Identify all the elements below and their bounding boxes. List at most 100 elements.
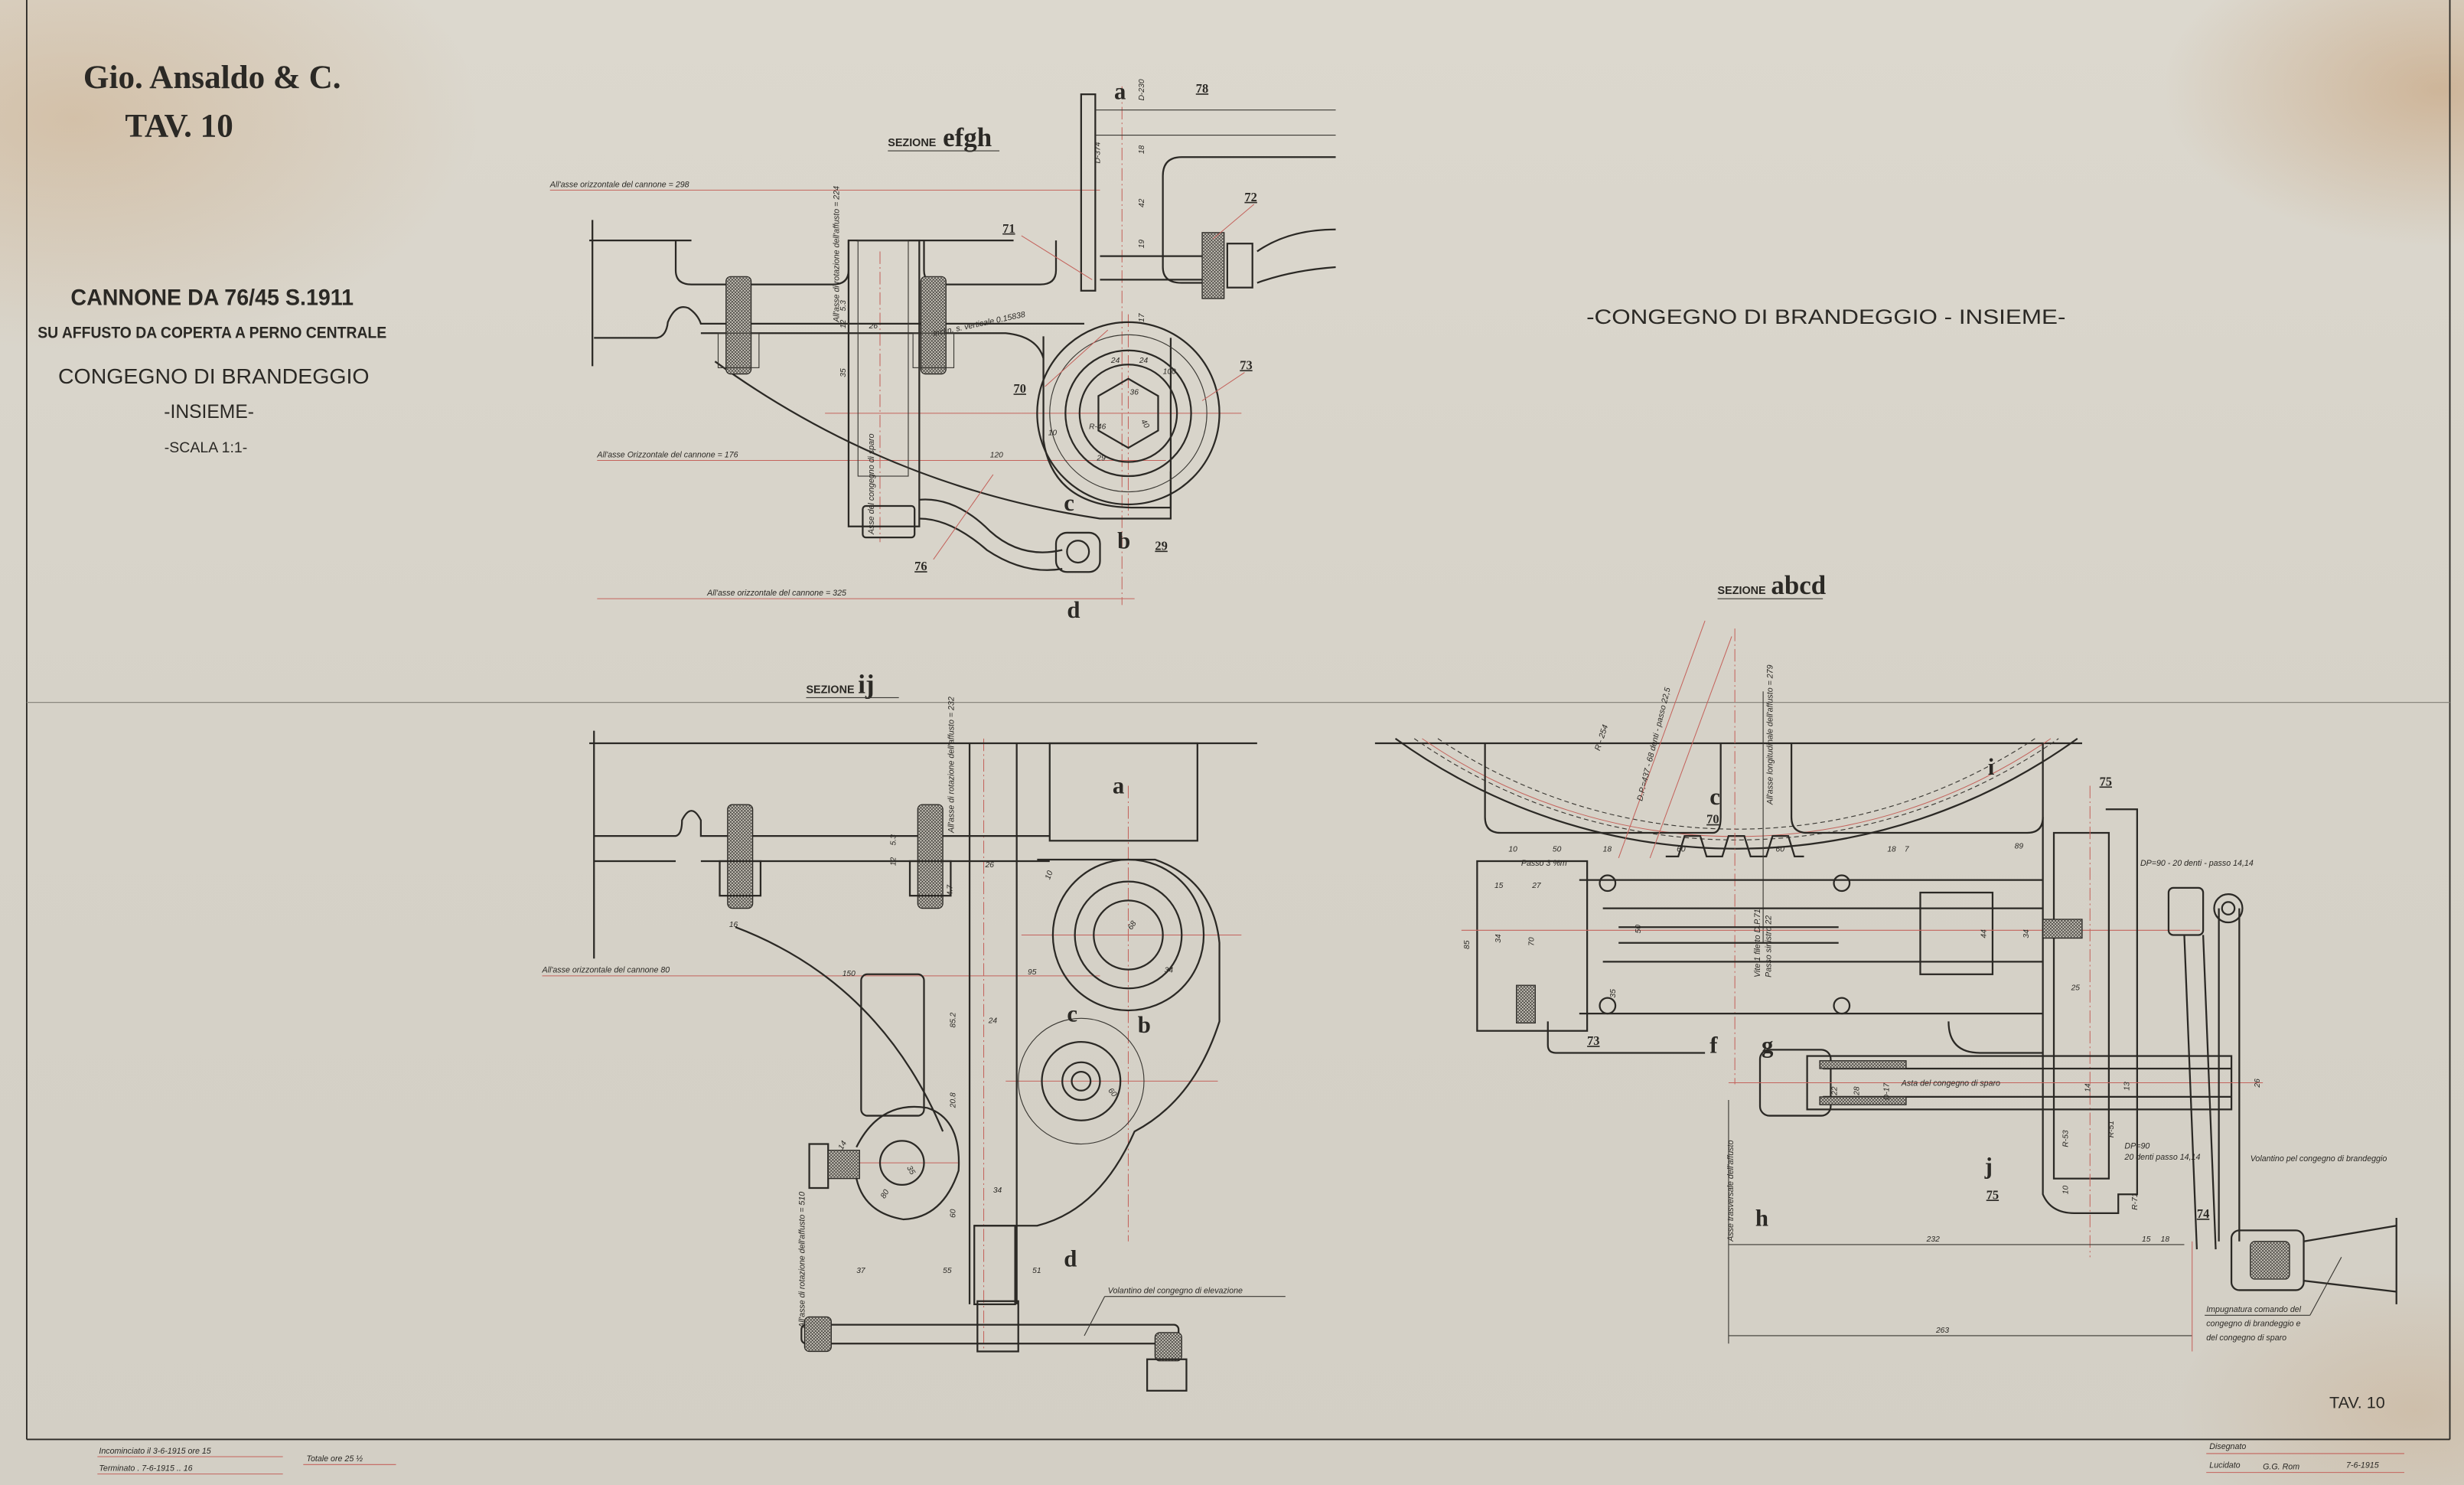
total-hours: Totale ore 25 ½ [306, 1454, 363, 1464]
dimension-label: 50 [1635, 925, 1643, 934]
drawing-stroke [714, 361, 1172, 520]
section-ij: SEZIONE ij [541, 669, 1286, 1392]
drawing-stroke [933, 474, 994, 560]
note-grip-2: congegno di brandeggio e [2206, 1320, 2300, 1329]
dimension-label: 85.2 [950, 1012, 958, 1027]
drawing-stroke [1484, 743, 1722, 834]
drawing-stroke [1649, 636, 1732, 859]
drawing-stroke [1066, 540, 1090, 564]
centerlines [549, 86, 1242, 605]
firing-rod [1728, 1049, 2264, 1117]
note-axis-176: All'asse Orizzontale del cannone = 176 [596, 450, 738, 459]
drawing-stroke [1097, 377, 1159, 449]
drawing-stroke [2213, 893, 2244, 924]
note-gear-bottom-2: 20 denti passo 14,14 [2123, 1153, 2200, 1162]
section-abcd-label: abcd [1771, 570, 1826, 600]
dimension-label: D-374 [1093, 142, 1102, 163]
dimension-label: 51 [1032, 1267, 1041, 1275]
part-29: 29 [1155, 539, 1167, 553]
dimension-label: 232 [1926, 1235, 1940, 1244]
assembly-subtitle: -INSIEME- [164, 402, 254, 423]
cut-letter-j: j [1984, 1154, 1993, 1180]
dimension-label: 120 [990, 451, 1003, 459]
note-transverse-axis: Asse trasversale dell'affusto [1726, 1140, 1736, 1242]
part-73: 73 [1587, 1033, 1599, 1048]
dimension-label: 28 [1853, 1086, 1861, 1096]
traced-label: Lucidato [2209, 1461, 2240, 1470]
drawing-stroke [808, 1143, 829, 1190]
note-worm-2: Passo sinistro 22 [1764, 915, 1773, 977]
bolt-right [920, 276, 947, 375]
section-prefix: SEZIONE [806, 684, 854, 696]
drawing-stroke [700, 332, 1045, 359]
drawing-stroke [2309, 1257, 2342, 1316]
drawing-stroke [1045, 329, 1109, 387]
drawing-stroke [976, 1300, 1019, 1353]
elevation-handwheel [800, 1225, 1188, 1392]
company-name: Gio. Ansaldo & C. [83, 60, 341, 96]
part-70: 70 [1014, 381, 1026, 396]
drawing-stroke [1162, 156, 1336, 284]
dimension-label: 5.3 [839, 300, 848, 312]
dimension-label: R-53 [2061, 1130, 2070, 1147]
dimension-label: 55 [943, 1267, 952, 1275]
dimension-label: 34 [2022, 929, 2031, 938]
dimension-label: 10 [1508, 846, 1517, 854]
dimension-label: R-71 [2131, 1193, 2140, 1210]
lever-arm-76 [919, 498, 1101, 573]
drawing-stroke [719, 860, 762, 897]
drawing-stroke [1213, 204, 1255, 240]
drawing-stroke [2042, 808, 2138, 1214]
nut-72 [1226, 243, 1253, 289]
bolt-left [725, 276, 752, 375]
drawing-stroke [594, 306, 1084, 339]
note-axis-325: All'asse orizzontale del cannone = 325 [706, 589, 846, 598]
drawing-stroke [1041, 1040, 1122, 1121]
drawing-stroke [1054, 531, 1101, 573]
drawing-stroke [919, 517, 1063, 571]
drawing-stroke [1422, 738, 2052, 837]
section-prefix: SEZIONE [888, 137, 936, 149]
assembly-title: CONGEGNO DI BRANDEGGIO [58, 364, 370, 388]
note-rotation-232: All'asse di rotazione dell'affusto = 232 [947, 697, 957, 834]
drawing-stroke [1084, 1296, 1106, 1336]
cut-letter-g: g [1762, 1032, 1774, 1058]
dimension-label: 14 [2084, 1083, 2092, 1092]
drawing-stroke [856, 1105, 960, 1221]
rack-teeth [1665, 835, 1804, 857]
dimension-label: D-17 [1882, 1082, 1891, 1101]
part-74: 74 [2197, 1206, 2209, 1221]
dimension-label: 24 [988, 1017, 998, 1025]
dimension-label: 14 [837, 1140, 849, 1152]
section-abcd: SEZIONE abcd [1374, 570, 2397, 1352]
bolts [717, 276, 955, 375]
part-72: 72 [1244, 190, 1256, 204]
drawing-stroke [2042, 919, 2083, 939]
part-70: 70 [1706, 812, 1719, 827]
cut-letter-c: c [1064, 490, 1074, 516]
drawing-stroke [1819, 1096, 1907, 1105]
scale-label: -SCALA 1:1- [165, 439, 247, 456]
drawing-stroke [1476, 860, 1589, 1032]
dimension-label: 29 [1096, 455, 1106, 463]
drawing-stroke [1947, 1021, 2043, 1054]
note-grip-3: del congegno di sparo [2206, 1333, 2286, 1343]
start-date: Incominciato il 3-6-1915 ore 15 [99, 1447, 210, 1456]
drawing-stroke [1061, 1061, 1101, 1102]
section-prefix: SEZIONE [1718, 585, 1766, 597]
drawn-label: Disegnato [2209, 1442, 2246, 1451]
drawing-stroke [1080, 93, 1097, 292]
section-ij-label: ij [858, 669, 874, 699]
drawing-stroke [1042, 336, 1172, 509]
signature: G.G. Rom [2263, 1462, 2299, 1471]
part-71: 71 [1002, 221, 1015, 236]
dimension-label: 263 [1935, 1327, 1949, 1335]
drawing-stroke [1146, 1358, 1188, 1392]
drawing-stroke [594, 810, 1050, 837]
dimension-label: 24 [1110, 357, 1120, 365]
gun-title: CANNONE DA 76/45 S.1911 [70, 285, 354, 310]
cut-letter-c: c [1067, 1000, 1077, 1026]
drawing-stroke [1064, 349, 1192, 478]
note-elevation-handwheel: Volantino del congegno di elevazione [1108, 1287, 1243, 1296]
